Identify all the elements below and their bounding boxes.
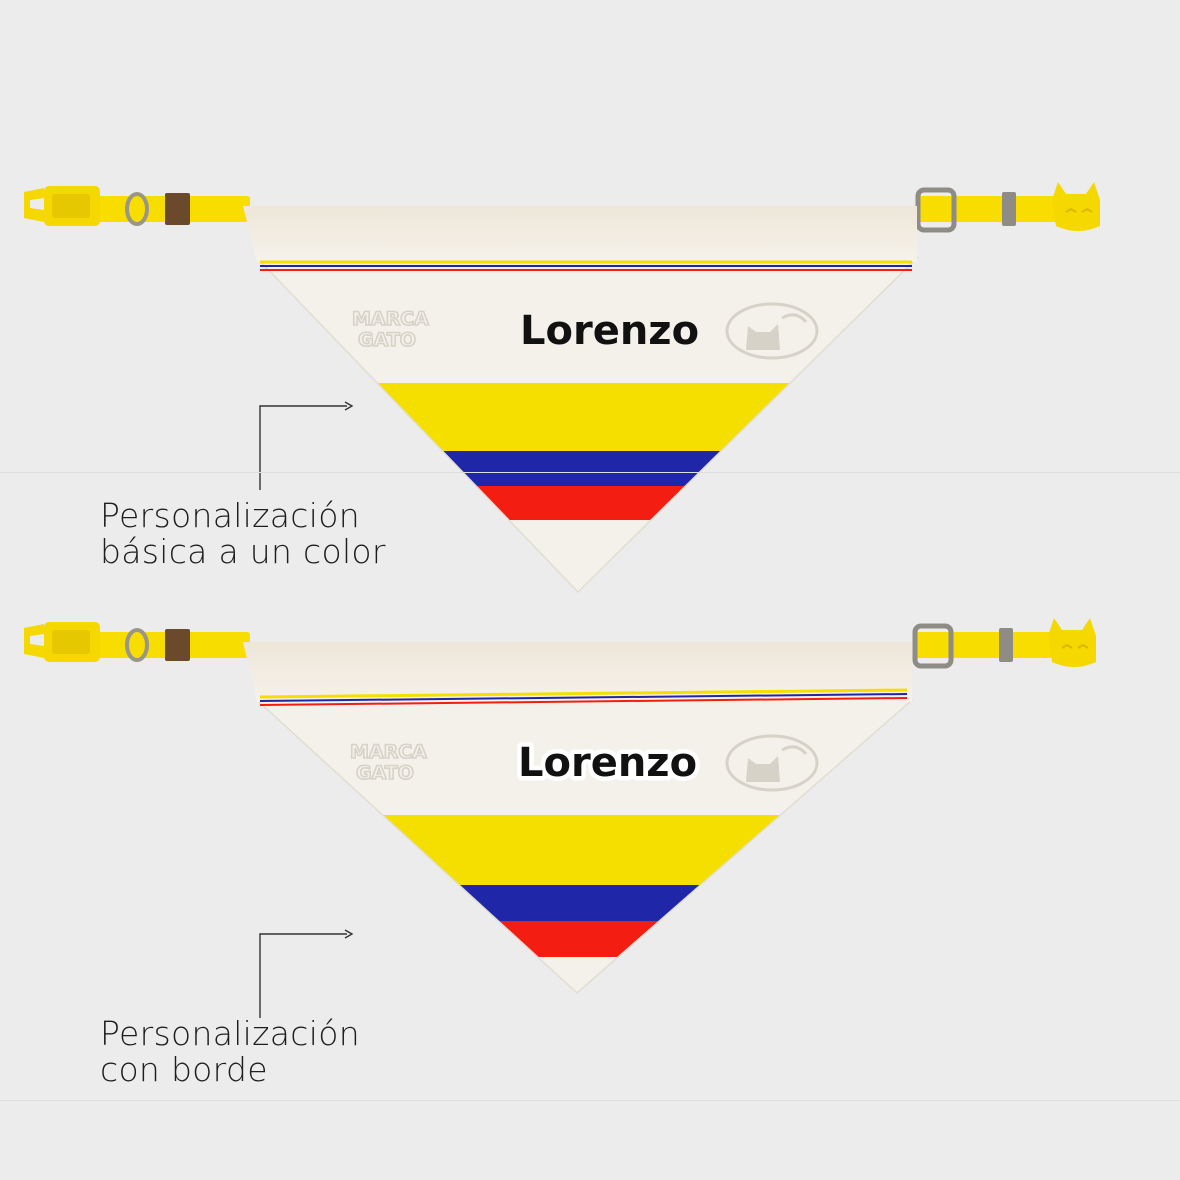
bottom-divider	[0, 1100, 1180, 1101]
collar-strap-left	[60, 632, 250, 658]
brand-logo: MARCA GATO	[351, 307, 430, 352]
bandana-fold	[243, 206, 917, 262]
pet-name-basic: Lorenzo	[520, 308, 699, 354]
cat-mascot-icon	[725, 734, 819, 792]
leather-tag	[165, 629, 190, 661]
brand-logo: MARCA GATO	[349, 740, 428, 785]
release-buckle-icon	[24, 186, 100, 226]
callout-arrow-outlined	[259, 929, 354, 1018]
brand-logo-line2: GATO	[358, 329, 416, 351]
bandana-collar-basic: MARCA GATO Lorenzo	[24, 182, 1100, 594]
flag-stripe-blue	[257, 885, 912, 921]
strap-slider-icon	[912, 623, 1013, 669]
collar-strap-right	[915, 632, 1055, 658]
d-ring-icon	[125, 628, 149, 662]
bandana-collar-outlined: MARCA GATO Lorenzo	[24, 618, 1096, 995]
callout-arrow-basic	[259, 401, 354, 490]
leather-tag	[165, 193, 190, 225]
pet-name-outlined: Lorenzo	[518, 740, 697, 786]
strap-slider-icon	[915, 187, 1016, 233]
product-panel-outlined: MARCA GATO Lorenzo Personalización con b…	[0, 472, 1180, 1180]
product-panel-basic: MARCA GATO Lorenzo Personalización básic…	[0, 0, 1180, 594]
caption-outlined-line2: con borde	[100, 1050, 268, 1089]
caption-basic-line2: básica a un color	[100, 532, 386, 571]
flag-stripe-yellow	[257, 815, 912, 885]
brand-logo-line2: GATO	[356, 762, 414, 784]
caption-basic: Personalización básica a un color	[100, 498, 386, 570]
cat-face-clasp-icon	[1048, 618, 1096, 667]
caption-outlined: Personalización con borde	[100, 1016, 360, 1088]
collar-strap-left	[60, 196, 250, 222]
section-divider	[0, 472, 1180, 473]
bandana-fold	[243, 642, 912, 702]
caption-outlined-line1: Personalización	[100, 1014, 360, 1053]
d-ring-icon	[125, 192, 149, 226]
caption-basic-line1: Personalización	[100, 496, 360, 535]
cat-face-clasp-icon	[1052, 182, 1100, 231]
cat-mascot-icon	[725, 302, 819, 360]
brand-logo-line1: MARCA	[350, 741, 427, 763]
brand-logo-line1: MARCA	[352, 308, 429, 330]
release-buckle-icon	[24, 622, 100, 662]
collar-strap-right	[918, 196, 1058, 222]
